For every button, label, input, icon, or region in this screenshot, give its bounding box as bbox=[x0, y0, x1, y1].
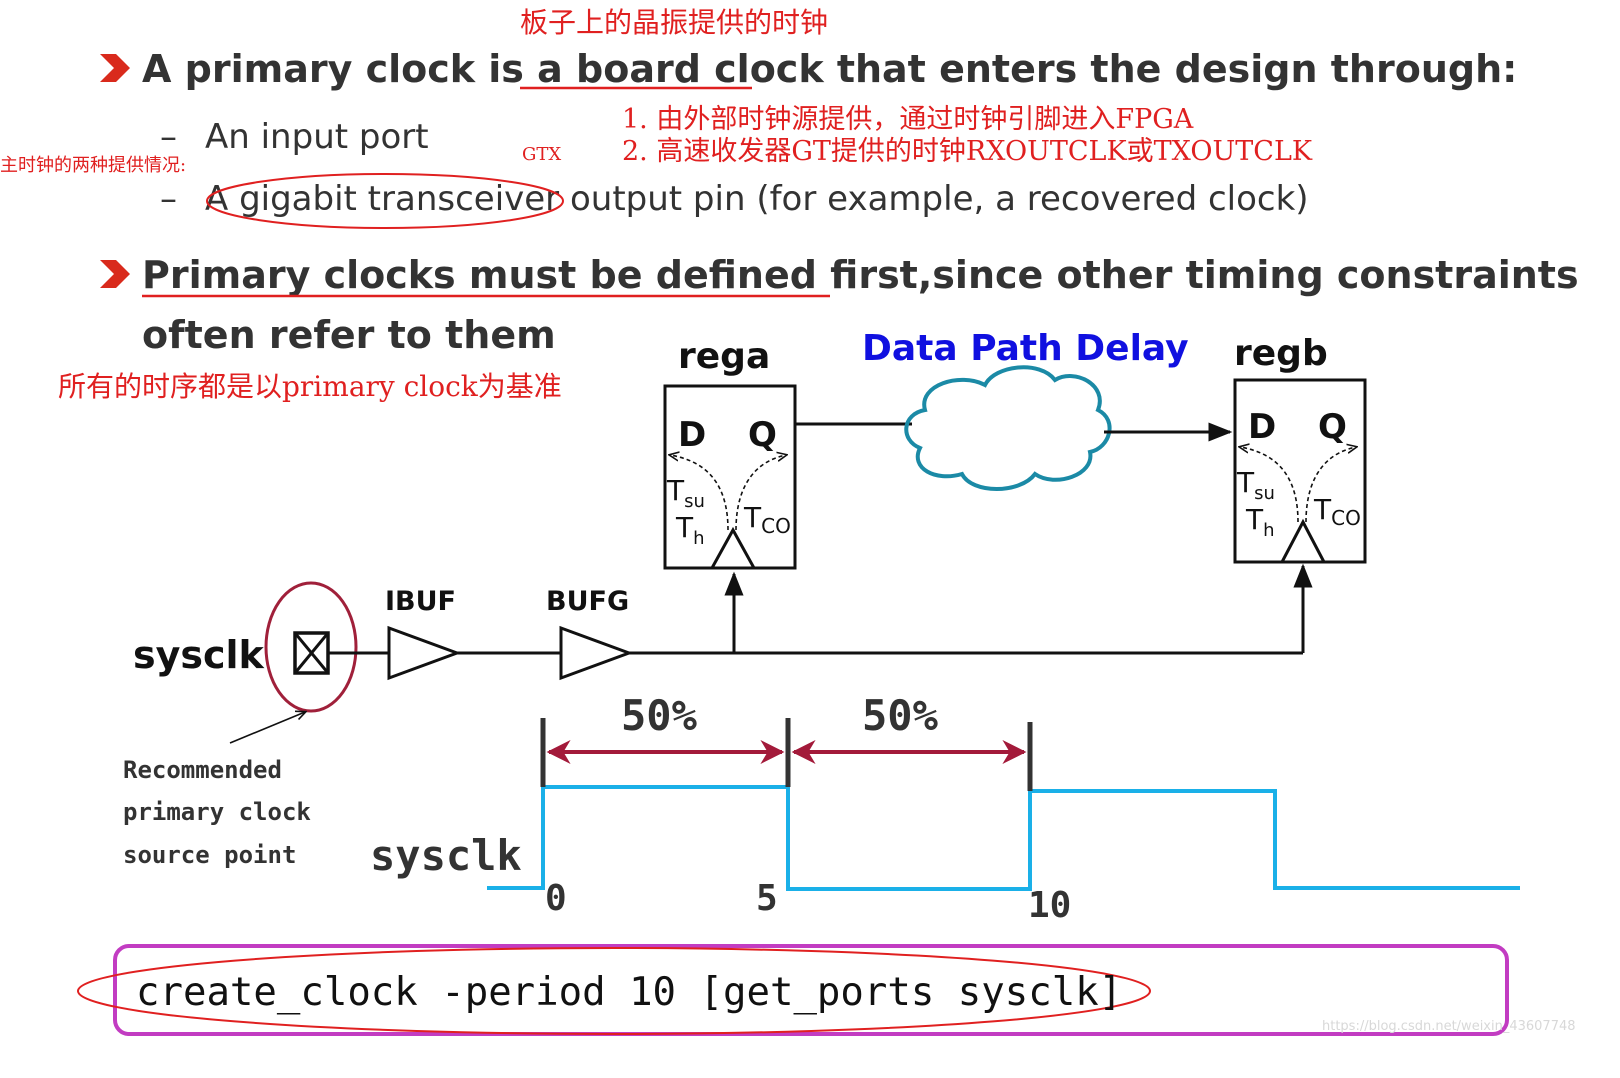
bullet-chevron-icon bbox=[100, 260, 130, 288]
sub-bullet-1-text: An input port bbox=[205, 117, 429, 157]
create-clock-command: create_clock -period 10 [get_ports syscl… bbox=[136, 970, 1122, 1015]
regb-tsu: Tsu bbox=[1236, 466, 1275, 504]
regb-q-pin: Q bbox=[1318, 407, 1347, 447]
sysclk-waveform bbox=[487, 785, 1520, 891]
rega-tsu: Tsu bbox=[666, 474, 705, 512]
duty-high-label: 50% bbox=[621, 691, 697, 740]
command-box bbox=[113, 944, 1509, 1036]
regb-d-pin: D bbox=[1248, 407, 1276, 447]
recommended-pointer-arrow bbox=[229, 712, 305, 744]
rega-setup-arc bbox=[670, 455, 729, 531]
rega-label: rega bbox=[678, 336, 770, 377]
rega-q-pin: Q bbox=[748, 415, 777, 455]
sub-bullet-2-text: A gigabit transceiver output pin (for ex… bbox=[205, 179, 1309, 219]
watermark: https://blog.csdn.net/weixin_43607748 bbox=[1322, 1019, 1576, 1034]
rega-clock-triangle bbox=[710, 526, 756, 569]
rega-th: Th bbox=[675, 511, 705, 549]
gigabit-transceiver-circle bbox=[206, 173, 564, 229]
recommended-label-line-3: source point bbox=[123, 841, 296, 869]
recommended-label-line-2: primary clock bbox=[123, 798, 311, 826]
ibuf-triangle bbox=[387, 625, 462, 681]
annotation-board-clock: 板子上的晶振提供的时钟 bbox=[520, 6, 828, 39]
sub-bullet-2-dash: – bbox=[160, 179, 177, 219]
recommended-label-line-1: Recommended bbox=[123, 756, 282, 784]
ibuf-label: IBUF bbox=[385, 586, 456, 617]
annotation-two-cases: 主时钟的两种提供情况: bbox=[0, 155, 186, 176]
rega-d-pin: D bbox=[678, 415, 706, 455]
regb-clk-to-q-arc bbox=[1305, 447, 1356, 523]
gigabit-transceiver-text: A gigabit transceiver bbox=[205, 179, 559, 219]
output-pin-text: output pin (for example, a recovered clo… bbox=[559, 179, 1308, 219]
waveform-label: sysclk bbox=[370, 831, 522, 880]
time-tick-0: 0 bbox=[545, 878, 567, 919]
regb-tco: TCO bbox=[1313, 493, 1361, 530]
duty-low-label: 50% bbox=[862, 691, 938, 740]
bullet-chevron-icon bbox=[100, 54, 130, 82]
time-tick-5: 5 bbox=[756, 878, 778, 919]
time-tick-10: 10 bbox=[1028, 885, 1071, 926]
regb-label: regb bbox=[1234, 333, 1328, 374]
rega-tco: TCO bbox=[743, 501, 791, 538]
annotation-source-1: 1. 由外部时钟源提供，通过时钟引脚进入FPGA bbox=[622, 104, 1194, 135]
bullet-2-line-2: often refer to them bbox=[142, 313, 556, 357]
sub-bullet-1-dash: – bbox=[160, 117, 177, 157]
sysclk-pin-circle bbox=[264, 581, 358, 713]
bufg-label: BUFG bbox=[546, 586, 629, 617]
data-path-cloud bbox=[904, 365, 1112, 491]
bullet-1-prefix: A primary clock is a bbox=[142, 47, 576, 91]
bullet-2-underlined: Primary clocks must be defined first bbox=[142, 253, 918, 297]
regb-th: Th bbox=[1245, 503, 1275, 541]
annotation-reference: 所有的时序都是以primary clock为基准 bbox=[58, 370, 562, 403]
regb-box bbox=[1233, 378, 1367, 564]
annotation-gtx: GTX bbox=[522, 144, 561, 165]
regb-setup-arc bbox=[1240, 447, 1299, 523]
regb-clock-triangle bbox=[1280, 518, 1326, 563]
command-highlight-circle bbox=[77, 947, 1151, 1035]
bullet-2-suffix: ,since other timing constraints bbox=[918, 253, 1579, 297]
data-path-delay-label: Data Path Delay bbox=[862, 328, 1189, 369]
bufg-triangle bbox=[559, 625, 634, 681]
sysclk-port-label: sysclk bbox=[133, 633, 265, 677]
bullet-1-text: A primary clock is a board clock that en… bbox=[142, 47, 1517, 91]
bullet-1-underlined: board clock bbox=[576, 47, 824, 91]
annotation-source-2: 2. 高速收发器GT提供的时钟RXOUTCLK或TXOUTCLK bbox=[622, 136, 1313, 167]
bullet-1-suffix: that enters the design through: bbox=[824, 47, 1518, 91]
bullet-2-text: Primary clocks must be defined first,sin… bbox=[142, 253, 1579, 297]
sysclk-pad-cross bbox=[293, 632, 330, 674]
rega-clk-to-q-arc bbox=[735, 455, 786, 531]
